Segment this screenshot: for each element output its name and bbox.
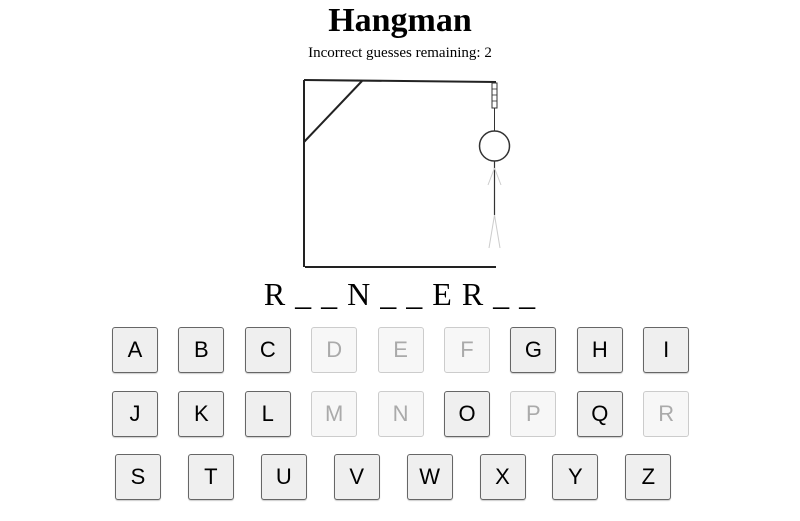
letter-key-u[interactable]: U	[260, 454, 307, 500]
letter-key-i[interactable]: I	[643, 327, 690, 373]
head	[478, 130, 511, 162]
letter-key-z[interactable]: Z	[625, 454, 672, 500]
letter-key-h[interactable]: H	[576, 327, 623, 373]
left-arm	[487, 167, 495, 186]
word-display: R _ _ N _ _ E R _ _	[263, 276, 537, 312]
guesses-remaining: Incorrect guesses remaining: 2	[308, 45, 492, 61]
noose	[491, 82, 498, 109]
letter-key-t[interactable]: T	[187, 454, 234, 500]
letter-key-j[interactable]: J	[112, 391, 158, 437]
letter-key-k[interactable]: K	[178, 391, 225, 437]
letter-key-b[interactable]: B	[178, 327, 225, 373]
letter-key-p: P	[510, 391, 557, 437]
letter-key-l[interactable]: L	[244, 391, 291, 437]
letter-key-x[interactable]: X	[479, 454, 526, 500]
letter-key-e: E	[377, 327, 424, 373]
letter-key-g[interactable]: G	[510, 327, 557, 373]
letter-key-m: M	[311, 391, 358, 437]
letter-key-o[interactable]: O	[444, 391, 490, 437]
letter-key-f: F	[444, 327, 490, 373]
right-leg	[494, 214, 501, 249]
letter-key-n: N	[377, 391, 424, 437]
letter-key-s[interactable]: S	[115, 454, 161, 500]
right-arm	[494, 167, 502, 186]
letter-key-q[interactable]: Q	[576, 391, 623, 437]
letter-key-c[interactable]: C	[244, 327, 291, 373]
left-leg	[488, 214, 495, 249]
letter-key-d: D	[311, 327, 358, 373]
letter-key-v[interactable]: V	[333, 454, 380, 500]
letter-key-y[interactable]: Y	[552, 454, 599, 500]
gallows-beam	[303, 79, 497, 83]
letter-key-r: R	[643, 391, 690, 437]
letter-key-w[interactable]: W	[406, 454, 453, 500]
gallows-brace	[303, 80, 363, 143]
noose-coils	[492, 88, 497, 102]
page-title: Hangman	[328, 2, 472, 39]
letter-key-a[interactable]: A	[112, 327, 158, 373]
